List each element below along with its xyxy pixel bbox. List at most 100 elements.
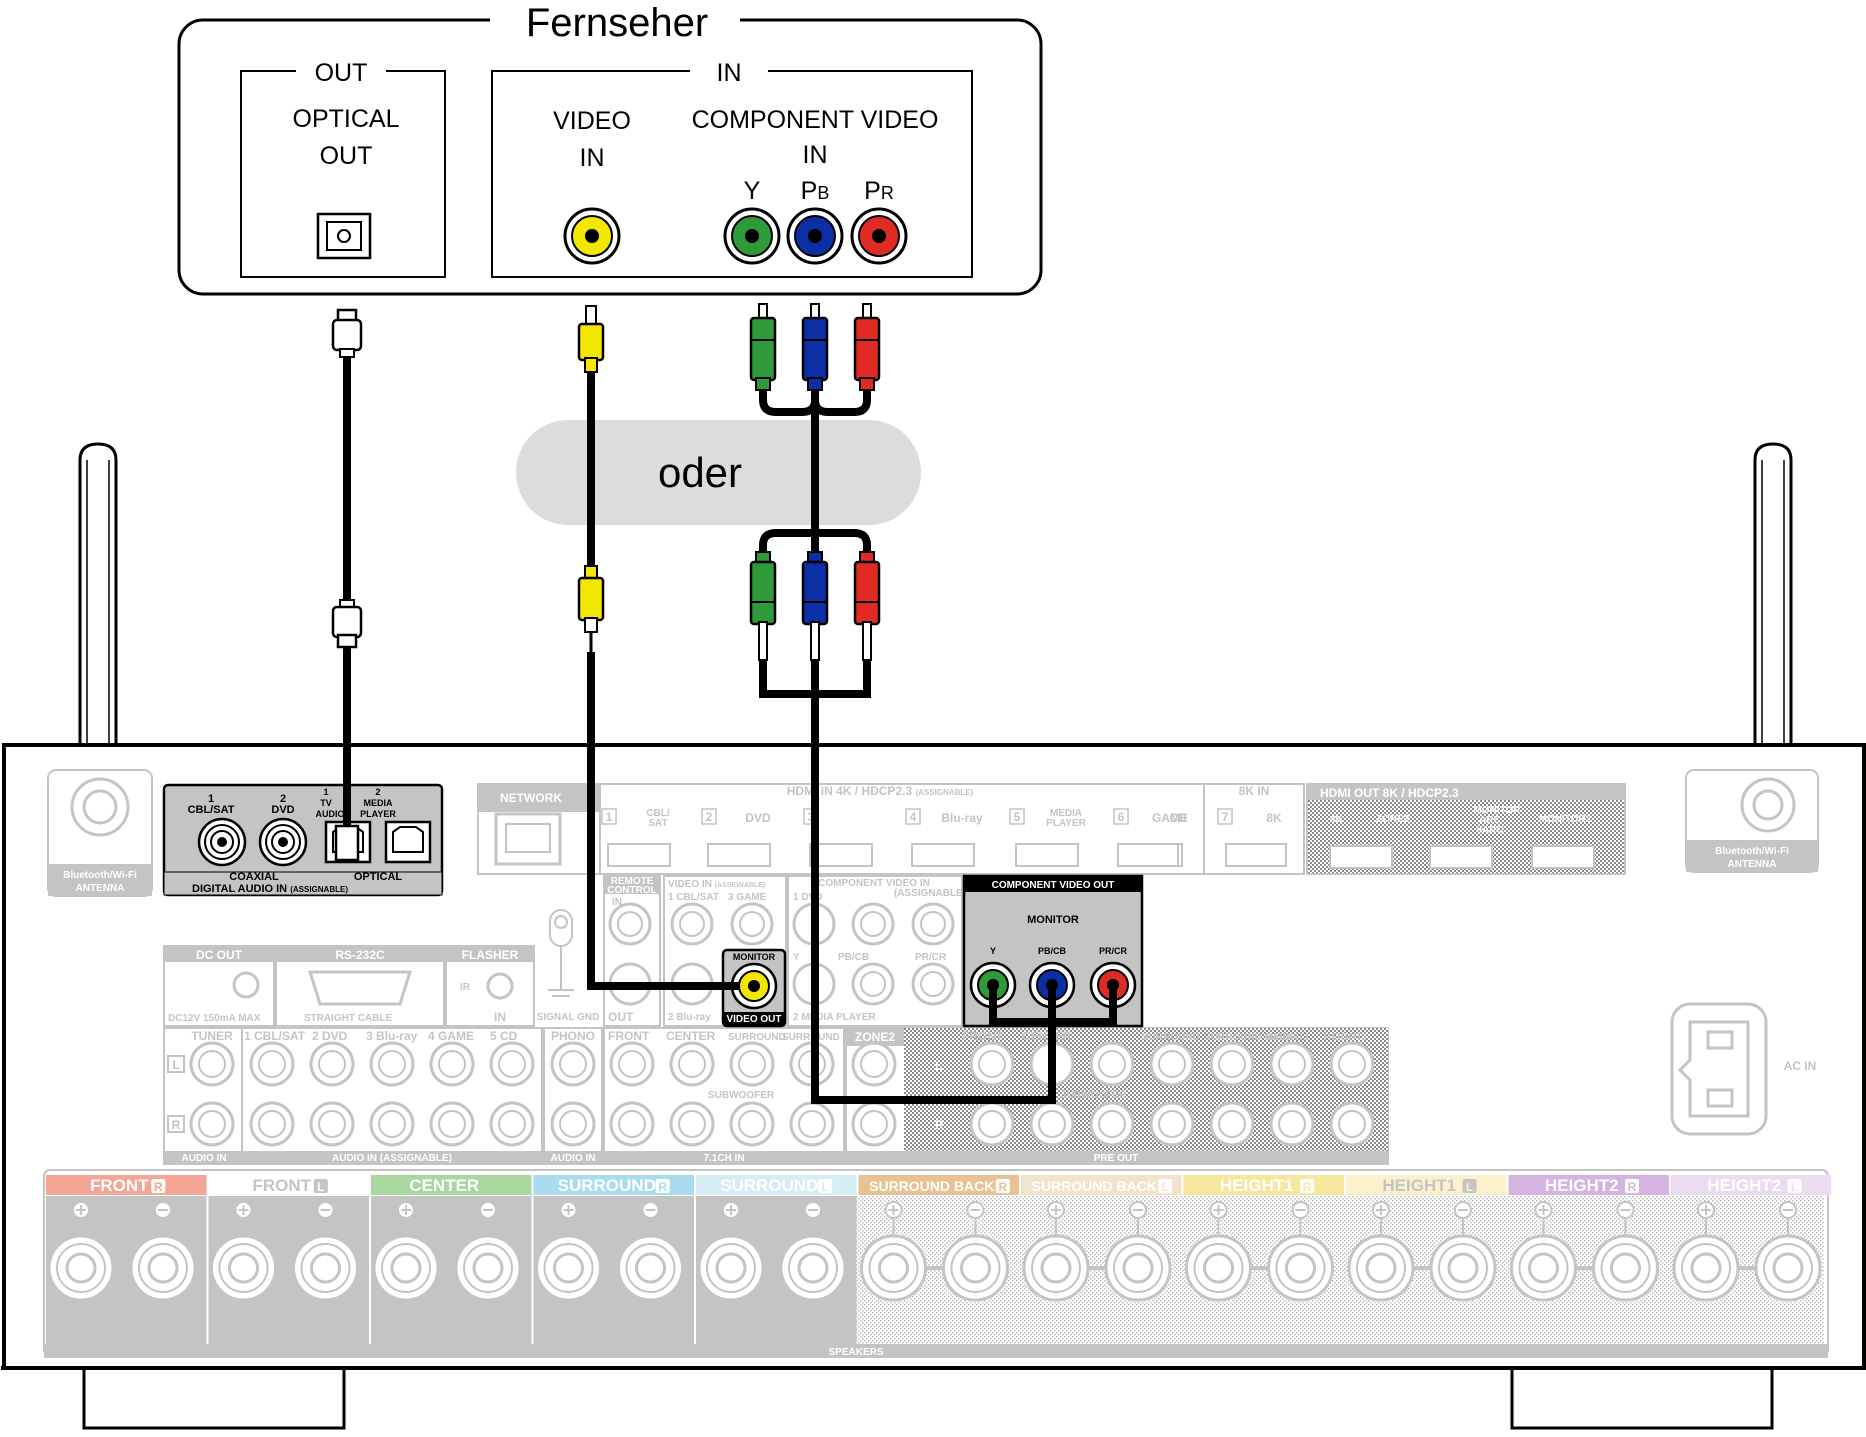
flasher-panel: FLASHER IR IN — [445, 945, 535, 1027]
coax2-label: DVD — [271, 804, 294, 816]
antenna-base-right: Bluetooth/Wi-Fi ANTENNA — [1685, 769, 1819, 873]
rca-jack — [609, 1041, 655, 1087]
pre-out-label: PRE OUT — [1094, 1153, 1138, 1164]
remote-line1: REMOTE — [611, 876, 654, 887]
component-video-in-panel: COMPONENT VIDEO IN (ASSIGNABLE) 1 DVD Y … — [787, 875, 966, 1027]
tv-y-label: Y — [744, 177, 761, 205]
tv-video-in-line1: VIDEO — [553, 107, 631, 135]
dc-out-label: DC OUT — [196, 948, 243, 962]
preout-jack — [969, 1041, 1015, 1087]
antenna-base-left: Bluetooth/Wi-Fi ANTENNA — [47, 769, 153, 897]
hdmi-out-monitor-3: eARC — [1476, 825, 1503, 836]
component-plug-upper-y — [749, 303, 777, 391]
antenna-left-line2: ANTENNA — [76, 883, 125, 894]
component-plug-upper-pb — [801, 303, 829, 391]
channel-label: L — [821, 1180, 828, 1194]
preout-jack — [851, 1041, 897, 1087]
antenna-left-line1: Bluetooth/Wi-Fi — [63, 870, 137, 881]
rca-jack — [489, 1101, 535, 1147]
preout-surround: SURROUND — [1142, 1032, 1200, 1043]
opt1-label-a: TV — [320, 798, 332, 808]
l-box — [167, 1055, 185, 1073]
hdmi-input-num-box — [905, 808, 921, 825]
channel-label: L — [317, 1180, 324, 1194]
tv-video-in-line2: IN — [580, 144, 605, 172]
tv-in-label: IN — [717, 59, 742, 87]
hdmi-input-num-box — [601, 808, 617, 825]
channel-label: R — [1628, 1180, 1637, 1194]
network-port: NETWORK — [477, 783, 601, 875]
av-receiver: Bluetooth/Wi-Fi ANTENNA Bluetooth/Wi-Fi … — [1, 442, 1866, 1430]
hdmi-input-label: GAME — [1152, 811, 1188, 825]
component-plug-lower-pb — [801, 551, 829, 661]
channel-box — [151, 1179, 166, 1193]
hdmi-input-label: CBL/ — [646, 808, 670, 819]
audio-in-4: 4 GAME — [428, 1029, 474, 1043]
tuner-audio-in: AUDIO IN — [182, 1153, 227, 1164]
speaker-group-label: HEIGHT2 — [1707, 1176, 1781, 1195]
video-out-monitor-panel: MONITOR VIDEO OUT — [721, 948, 787, 1028]
opt1-label-b: AUDIO — [316, 809, 345, 819]
video-cable — [577, 305, 740, 990]
preout-jack — [1329, 1101, 1375, 1147]
or-bubble: oder — [516, 420, 921, 525]
speaker-group-label: SURROUND BACK — [1032, 1178, 1157, 1194]
ch71-surround-back: SURROUND BACK — [782, 1032, 872, 1043]
component-in-2: 2 MEDIA PLAYER — [793, 1012, 876, 1023]
r-label: R — [172, 1118, 181, 1132]
hdmi-input-num: 1 — [606, 810, 613, 824]
tv-panel: Fernseher OUT OPTICAL OUT IN VIDEO IN CO… — [177, 1, 1043, 296]
tv-optical-out-jack — [316, 212, 372, 260]
hdmi-port — [707, 843, 771, 867]
rca-jack — [550, 1101, 596, 1147]
preout-jack — [1089, 1101, 1135, 1147]
speaker-group-label: FRONT — [252, 1176, 311, 1195]
channel-label: L — [1466, 1180, 1473, 1194]
tv-pr-label: PR — [864, 177, 894, 205]
channel-box — [1158, 1179, 1173, 1193]
channel-box — [655, 1179, 670, 1193]
rca-jack — [309, 1101, 355, 1147]
channel-box — [313, 1179, 328, 1193]
hdmi-8k-in-label: 8K IN — [1239, 784, 1270, 798]
hdmi-out-monitor2: MONITOR2 — [1539, 814, 1592, 825]
preout-jack — [1269, 1101, 1315, 1147]
speaker-group-label: HEIGHT1 — [1220, 1176, 1294, 1195]
opt2-label-a: MEDIA — [364, 798, 394, 808]
coaxial-label: COAXIAL — [229, 871, 279, 883]
speaker-group-label: SURROUND — [558, 1176, 656, 1195]
dc-spec: DC12V 150mA MAX — [168, 1013, 261, 1024]
hdmi-port — [809, 843, 873, 867]
tuner-label: TUNER — [191, 1029, 233, 1043]
antenna-right — [1753, 442, 1793, 745]
hdmi-input-num-box — [701, 808, 717, 825]
hdmi-input-label: MEDIA — [1050, 808, 1082, 819]
network-label: NETWORK — [500, 791, 562, 805]
hdmi-port — [1117, 843, 1179, 867]
rca-jack — [309, 1041, 355, 1087]
hdmi-port — [911, 843, 975, 867]
video-in-panel: VIDEO IN (ASSIGNABLE) 1 CBL/SAT 3 GAME 2… — [663, 875, 787, 1027]
ch71-in-label: 7.1CH IN — [703, 1153, 744, 1164]
component-in-y: Y — [793, 952, 800, 963]
hdmi-out-label: HDMI OUT 8K / HDCP2.3 — [1320, 786, 1459, 800]
component-in-label: COMPONENT VIDEO IN — [818, 878, 930, 889]
tv-component-pr-jack — [850, 207, 908, 265]
rca-jack — [489, 1041, 535, 1087]
ch71-subwoofer: SUBWOOFER — [708, 1090, 775, 1101]
optical-jack-2 — [384, 820, 432, 864]
preout-jack — [1149, 1041, 1195, 1087]
ac-in: AC IN — [1670, 1002, 1816, 1136]
phono-label: PHONO — [551, 1029, 595, 1043]
channel-box — [818, 1179, 833, 1193]
tv-title: Fernseher — [526, 1, 708, 45]
audio-in-5: 5 CD — [490, 1029, 518, 1043]
speaker-group-label: SURROUND BACK — [869, 1178, 994, 1194]
